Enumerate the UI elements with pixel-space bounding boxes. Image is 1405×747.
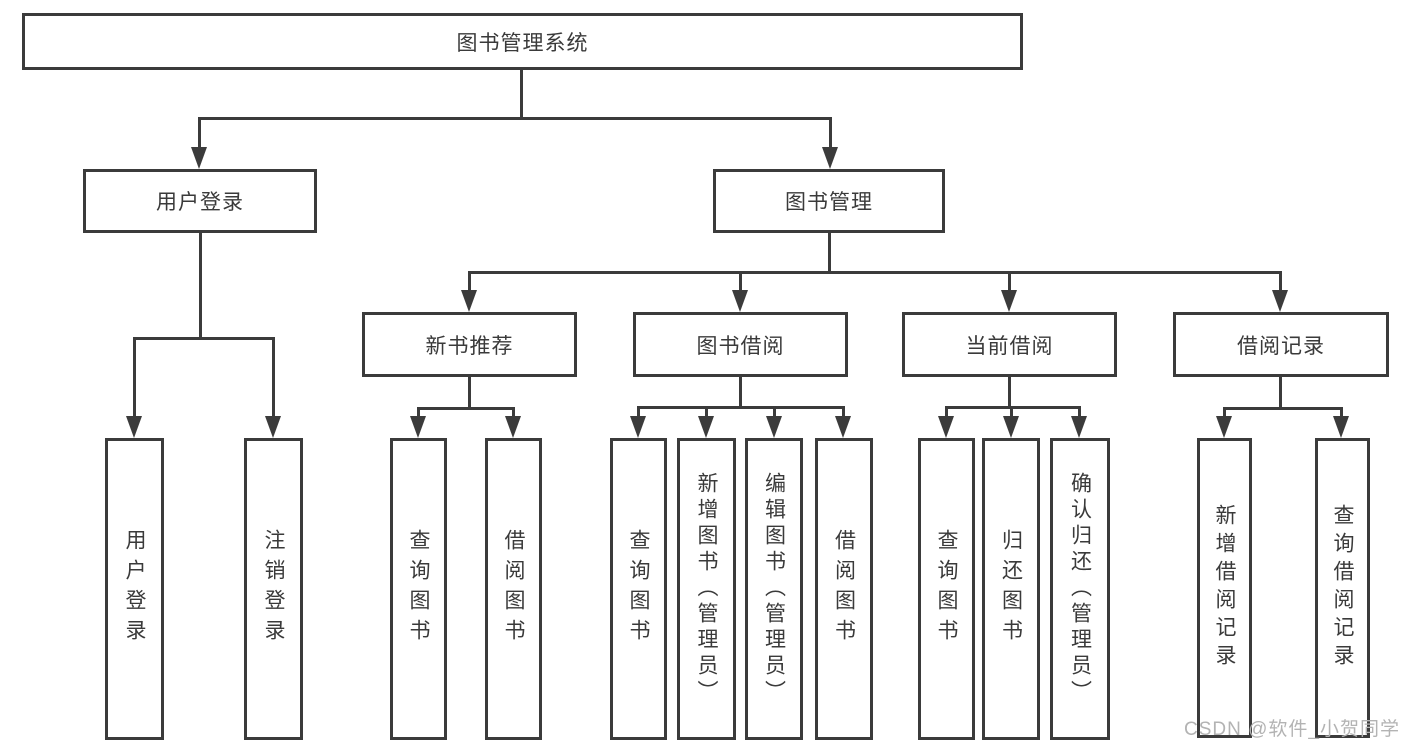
- arrow-down-icon: [938, 416, 954, 438]
- connector-line: [637, 406, 640, 418]
- leaf-borrow-borrow: 借阅图书: [815, 438, 873, 740]
- connector-line: [1340, 407, 1343, 418]
- connector-line: [945, 406, 1081, 409]
- leaf-newbook-query: 查询图书: [390, 438, 447, 740]
- connector-line: [842, 406, 845, 418]
- node-user-login: 用户登录: [83, 169, 317, 233]
- connector-line: [1010, 406, 1013, 418]
- connector-line: [133, 337, 136, 417]
- connector-line: [739, 377, 742, 406]
- connector-line: [520, 70, 523, 117]
- connector-line: [739, 271, 742, 291]
- arrow-down-icon: [698, 416, 714, 438]
- arrow-down-icon: [1003, 416, 1019, 438]
- arrow-down-icon: [822, 147, 838, 169]
- leaf-current-query: 查询图书: [918, 438, 975, 740]
- arrow-down-icon: [265, 416, 281, 438]
- leaf-logout: 注销登录: [244, 438, 303, 740]
- watermark-text: CSDN @软件_小贺同学: [1184, 719, 1400, 740]
- arrow-down-icon: [461, 290, 477, 312]
- leaf-newbook-borrow: 借阅图书: [485, 438, 542, 740]
- arrow-down-icon: [835, 416, 851, 438]
- connector-line: [198, 117, 832, 120]
- connector-line: [1008, 271, 1011, 291]
- leaf-record-add: 新增借阅记录: [1197, 438, 1252, 738]
- connector-line: [512, 407, 515, 418]
- connector-line: [134, 337, 275, 340]
- connector-line: [945, 406, 948, 418]
- arrow-down-icon: [410, 416, 426, 438]
- connector-line: [1279, 377, 1282, 407]
- arrow-down-icon: [505, 416, 521, 438]
- connector-line: [1008, 377, 1011, 406]
- node-book-mgmt: 图书管理: [713, 169, 945, 233]
- arrow-down-icon: [732, 290, 748, 312]
- leaf-borrow-query: 查询图书: [610, 438, 667, 740]
- arrow-down-icon: [630, 416, 646, 438]
- arrow-down-icon: [1272, 290, 1288, 312]
- node-current-borrow: 当前借阅: [902, 312, 1117, 377]
- arrow-down-icon: [1333, 416, 1349, 438]
- connector-line: [829, 117, 832, 148]
- connector-line: [417, 407, 420, 418]
- connector-line: [637, 406, 845, 409]
- connector-line: [272, 337, 275, 417]
- node-new-book-rec: 新书推荐: [362, 312, 577, 377]
- leaf-record-query: 查询借阅记录: [1315, 438, 1370, 738]
- connector-line: [198, 117, 201, 148]
- connector-line: [468, 271, 1282, 274]
- connector-line: [1223, 407, 1226, 418]
- connector-line: [828, 233, 831, 271]
- connector-line: [468, 271, 471, 291]
- connector-line: [1223, 407, 1343, 410]
- arrow-down-icon: [1071, 416, 1087, 438]
- arrow-down-icon: [1216, 416, 1232, 438]
- leaf-borrow-edit-admin: 编辑图书（管理员）: [745, 438, 803, 740]
- node-root: 图书管理系统: [22, 13, 1023, 70]
- leaf-borrow-add-admin: 新增图书（管理员）: [677, 438, 736, 740]
- leaf-current-return: 归还图书: [982, 438, 1040, 740]
- node-book-borrow: 图书借阅: [633, 312, 848, 377]
- arrow-down-icon: [1001, 290, 1017, 312]
- arrow-down-icon: [191, 147, 207, 169]
- connector-line: [1279, 271, 1282, 291]
- connector-line: [468, 377, 471, 407]
- connector-line: [417, 407, 515, 410]
- node-borrow-records: 借阅记录: [1173, 312, 1389, 377]
- leaf-user-login: 用户登录: [105, 438, 164, 740]
- arrow-down-icon: [766, 416, 782, 438]
- connector-line: [1078, 406, 1081, 418]
- connector-line: [705, 406, 708, 418]
- arrow-down-icon: [126, 416, 142, 438]
- connector-line: [199, 233, 202, 337]
- leaf-confirm-return-admin: 确认归还（管理员）: [1050, 438, 1110, 740]
- connector-line: [773, 406, 776, 418]
